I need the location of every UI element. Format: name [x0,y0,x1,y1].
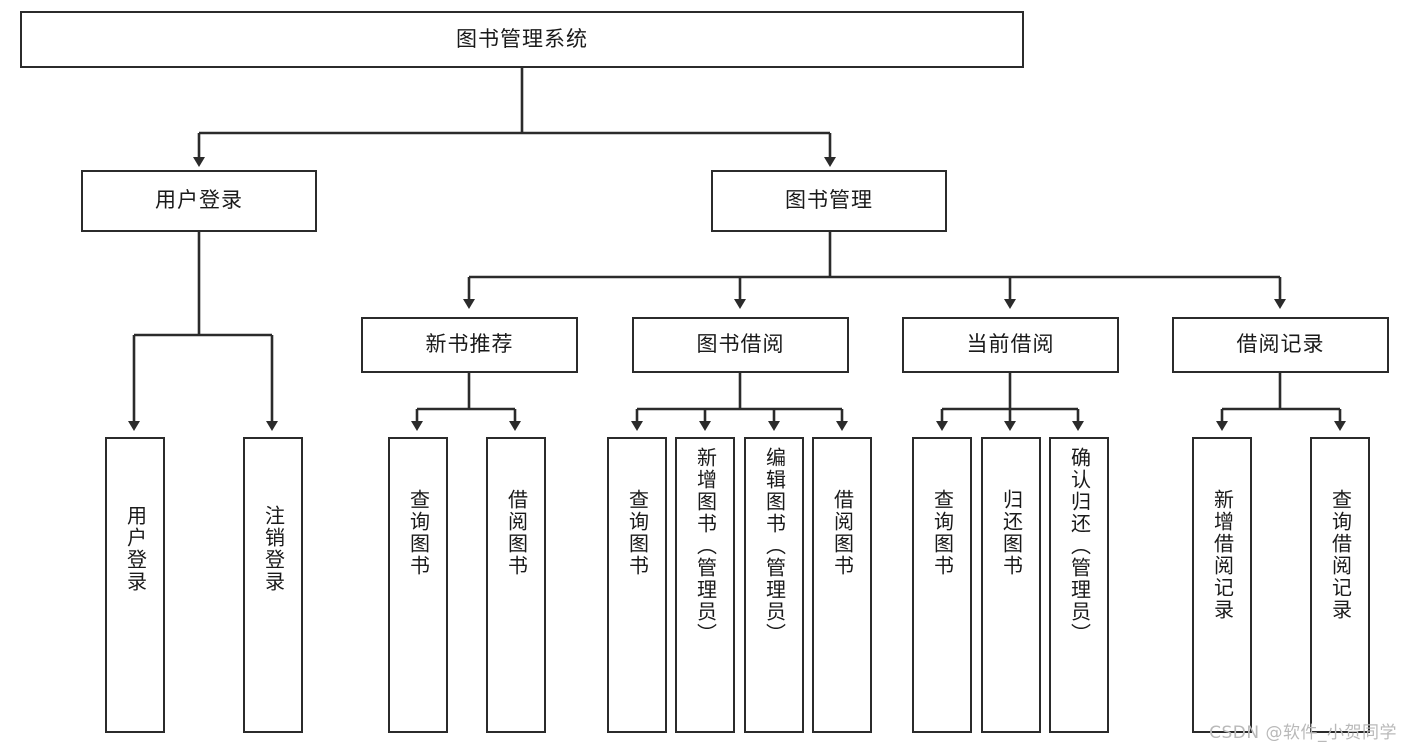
node-book-management[interactable]: 图书管理 [711,170,947,232]
node-label: 查询图书 [930,489,955,577]
node-label: 查询借阅记录 [1328,489,1353,621]
node-label: 确认归还（管理员） [1067,447,1092,645]
node-label: 用户登录 [123,505,148,593]
leaf-query-borrow-record[interactable]: 查询借阅记录 [1310,437,1370,733]
leaf-user-login[interactable]: 用户登录 [105,437,165,733]
node-current-borrow[interactable]: 当前借阅 [902,317,1119,373]
node-label: 借阅记录 [1236,332,1325,357]
node-label: 图书管理 [785,188,873,213]
node-user-login[interactable]: 用户登录 [81,170,317,232]
leaf-query-book-borrow[interactable]: 查询图书 [607,437,667,733]
node-root-book-management-system[interactable]: 图书管理系统 [20,11,1024,68]
node-label: 新增借阅记录 [1210,489,1235,621]
node-label: 用户登录 [155,188,243,213]
node-label: 注销登录 [261,505,286,593]
node-label: 借阅图书 [504,489,529,577]
node-borrow-records[interactable]: 借阅记录 [1172,317,1389,373]
leaf-query-book-current[interactable]: 查询图书 [912,437,972,733]
node-label: 借阅图书 [830,489,855,577]
leaf-borrow-book-recommend[interactable]: 借阅图书 [486,437,546,733]
node-book-borrow[interactable]: 图书借阅 [632,317,849,373]
node-label: 编辑图书（管理员） [762,447,787,645]
leaf-logout-login[interactable]: 注销登录 [243,437,303,733]
leaf-query-book-recommend[interactable]: 查询图书 [388,437,448,733]
node-label: 图书管理系统 [456,26,588,51]
leaf-borrow-book[interactable]: 借阅图书 [812,437,872,733]
node-label: 当前借阅 [966,332,1055,357]
leaf-add-borrow-record[interactable]: 新增借阅记录 [1192,437,1252,733]
leaf-return-book[interactable]: 归还图书 [981,437,1041,733]
leaf-edit-book-admin[interactable]: 编辑图书（管理员） [744,437,804,733]
node-label: 新增图书（管理员） [693,447,718,645]
node-label: 查询图书 [406,489,431,577]
leaf-add-book-admin[interactable]: 新增图书（管理员） [675,437,735,733]
node-label: 图书借阅 [696,332,785,357]
node-label: 新书推荐 [425,332,514,357]
leaf-confirm-return-admin[interactable]: 确认归还（管理员） [1049,437,1109,733]
watermark-text: CSDN @软件_小贺同学 [1209,723,1397,743]
node-new-book-recommend[interactable]: 新书推荐 [361,317,578,373]
node-label: 归还图书 [999,489,1024,577]
node-label: 查询图书 [625,489,650,577]
